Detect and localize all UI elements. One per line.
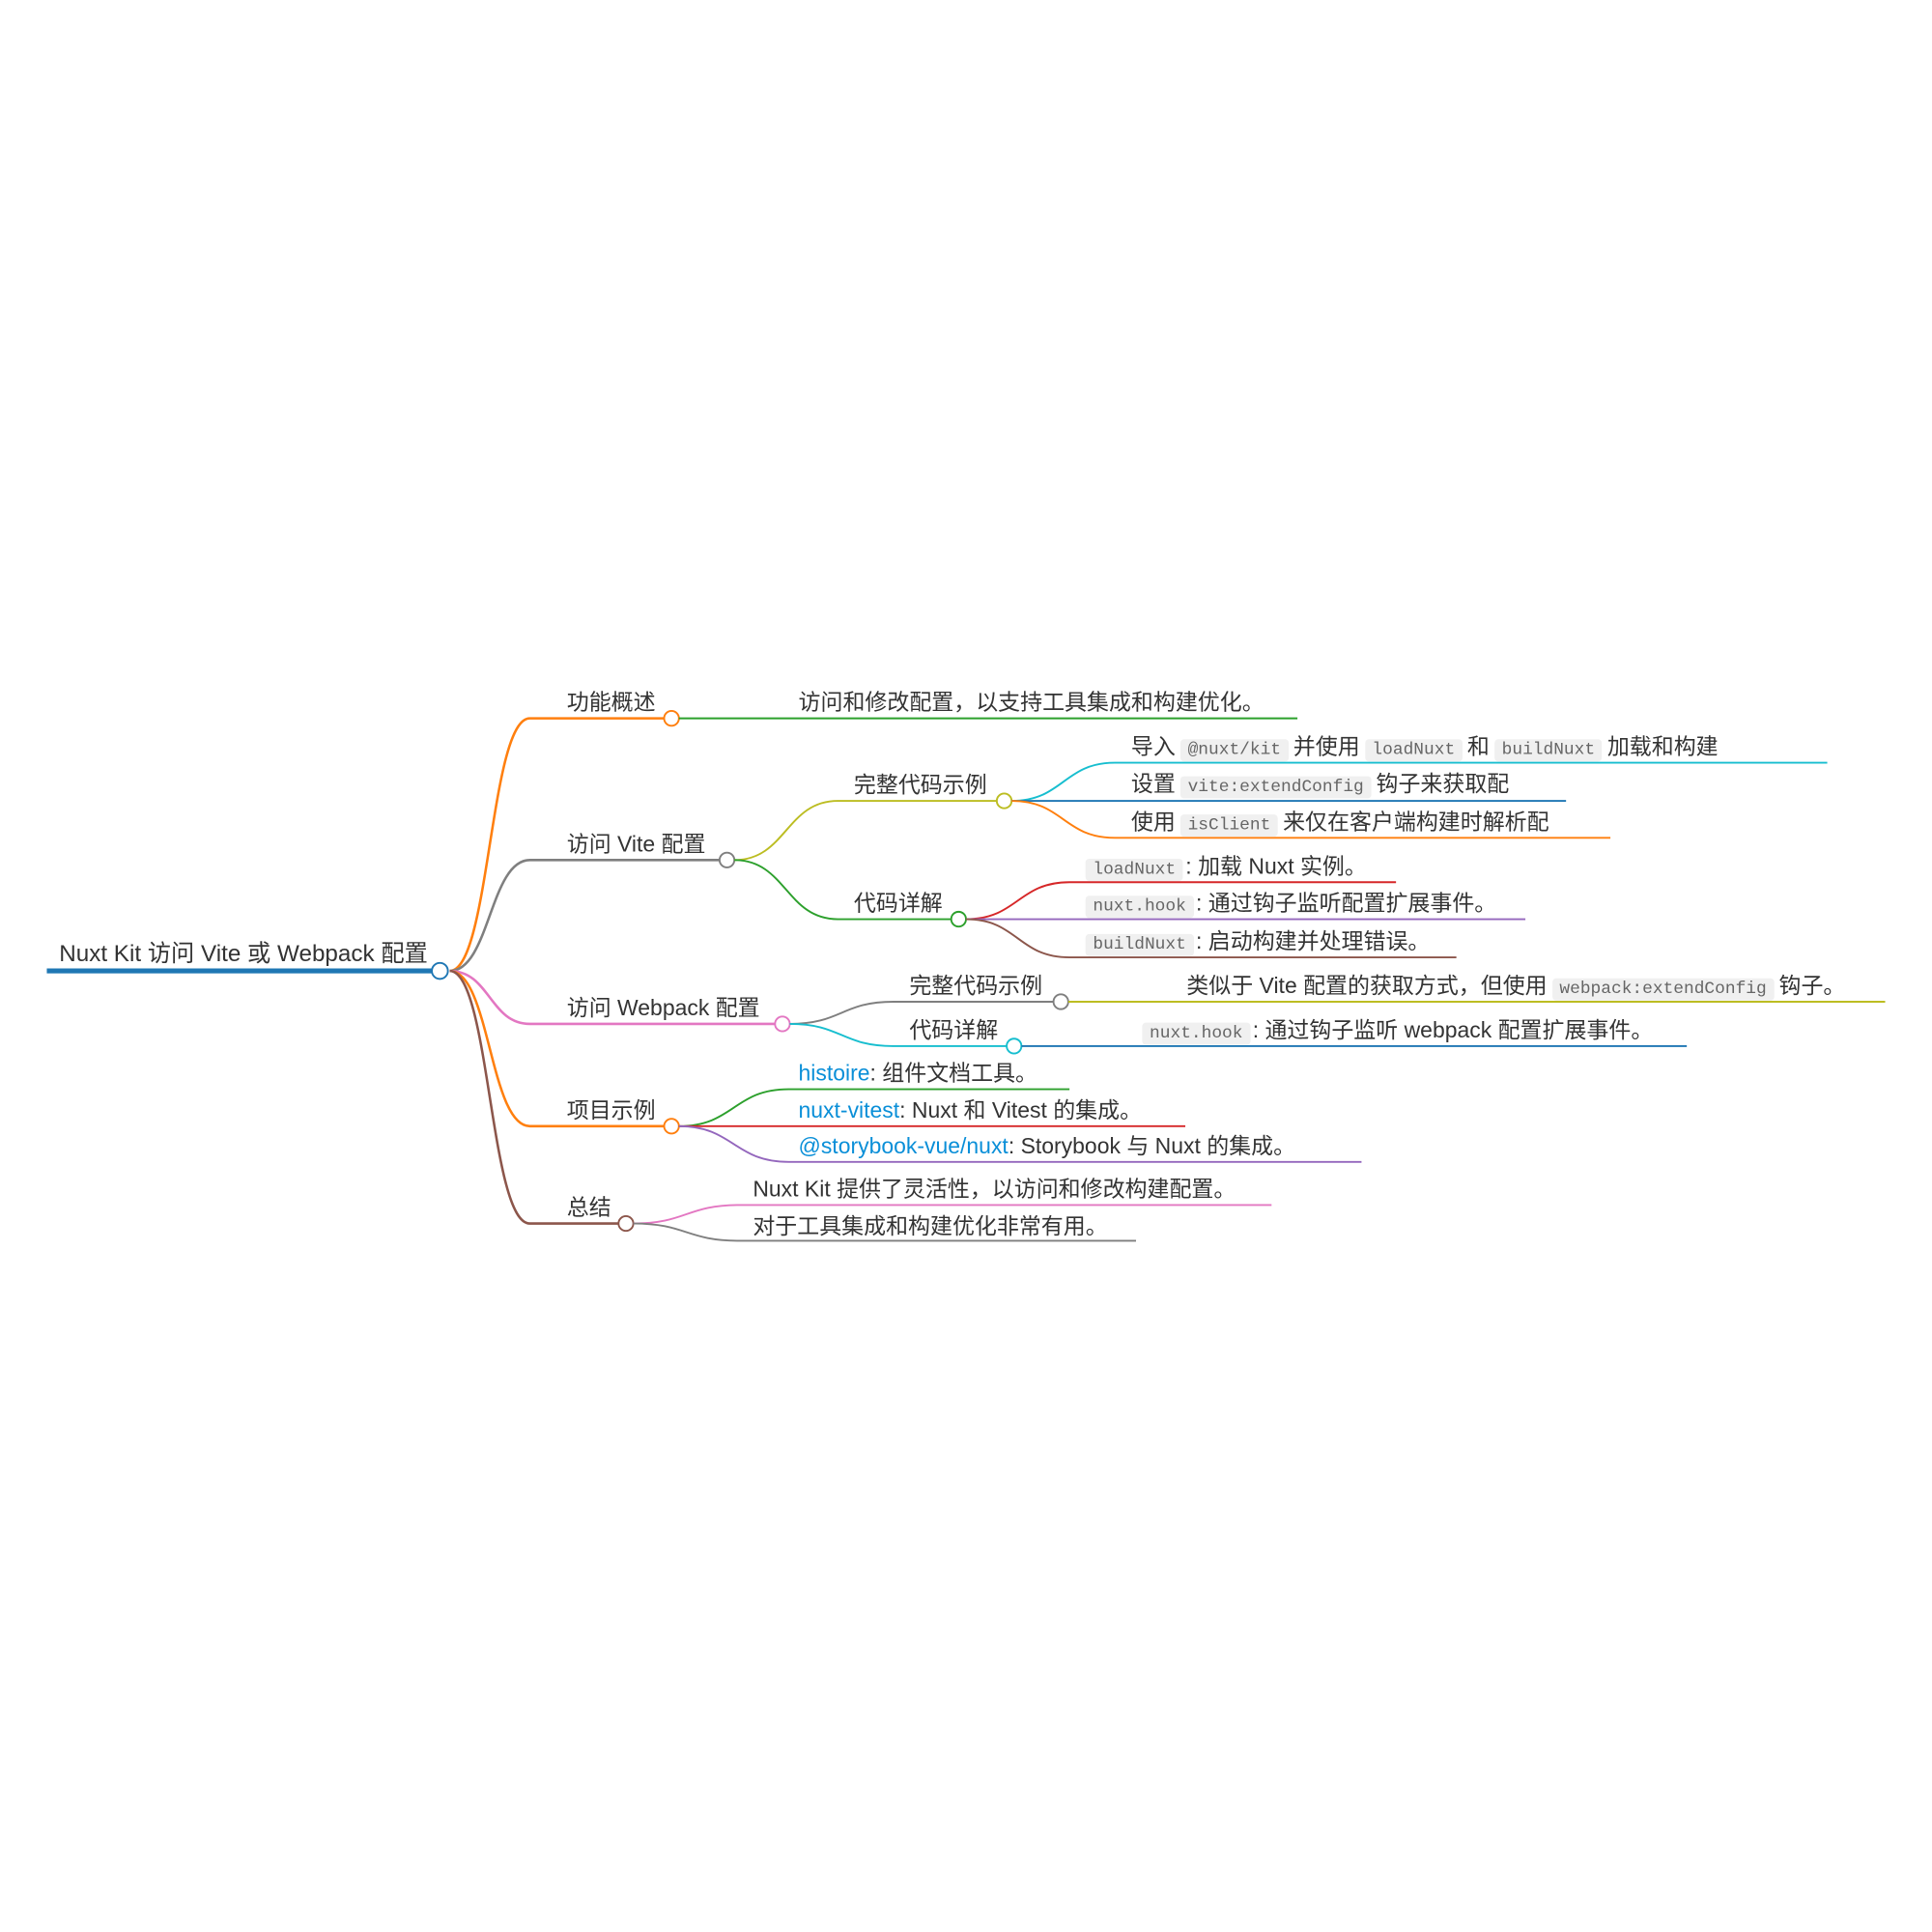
text: 来仅在客户端构建时解析配 — [1283, 810, 1549, 835]
edge-overview — [449, 717, 665, 973]
inline-code: isClient — [1179, 814, 1278, 838]
node-vite-detail-item[interactable]: nuxt.hook: 通过钩子监听配置扩展事件。 — [1085, 890, 1497, 921]
text: 设置 — [1130, 771, 1176, 796]
node-overview-text[interactable]: 访问和修改配置，以支持工具集成和构建优化。 — [798, 690, 1264, 715]
text: 使用 — [1130, 810, 1176, 835]
edge-vite-detail-3 — [965, 918, 1457, 959]
edge-vite-example-1 — [1011, 761, 1828, 803]
text: 导入 — [1130, 734, 1176, 759]
edge-project-3 — [678, 1124, 1362, 1163]
text: : 加载 Nuxt 实例。 — [1185, 853, 1367, 879]
inline-code: webpack:extendConfig — [1551, 978, 1775, 1001]
edge-vite-details — [734, 859, 952, 921]
collapse-toggle[interactable] — [663, 1118, 680, 1135]
project-link[interactable]: nuxt-vitest — [798, 1097, 900, 1122]
node-webpack-details[interactable]: 代码详解 — [909, 1017, 999, 1043]
collapse-toggle[interactable] — [718, 851, 736, 868]
inline-code: buildNuxt — [1493, 739, 1603, 762]
node-project-item[interactable]: nuxt-vitest: Nuxt 和 Vitest 的集成。 — [799, 1096, 1143, 1123]
edge-project-1 — [678, 1088, 1070, 1127]
node-overview[interactable]: 功能概述 — [566, 690, 656, 715]
inline-code: vite:extendConfig — [1179, 776, 1372, 799]
inline-code: buildNuxt — [1085, 933, 1194, 956]
collapse-toggle[interactable] — [1006, 1037, 1023, 1055]
edge-webpack-details — [789, 1022, 1008, 1047]
edge-vite-example-3 — [1011, 800, 1611, 839]
text: 钩子来获取配 — [1376, 771, 1510, 796]
edge-webpack-example — [789, 1001, 1054, 1025]
edge-summary-1 — [633, 1204, 1272, 1225]
node-webpack-detail-item[interactable]: nuxt.hook: 通过钩子监听 webpack 配置扩展事件。 — [1142, 1016, 1653, 1047]
text: 钩子。 — [1778, 973, 1846, 999]
collapse-toggle[interactable] — [950, 910, 967, 928]
collapse-toggle[interactable] — [617, 1214, 635, 1233]
collapse-toggle[interactable] — [663, 710, 680, 727]
edge-vite — [449, 859, 720, 973]
node-vite-detail-item[interactable]: buildNuxt: 启动构建并处理错误。 — [1085, 927, 1431, 958]
node-summary[interactable]: 总结 — [566, 1195, 611, 1220]
node-summary-item[interactable]: 对于工具集成和构建优化非常有用。 — [753, 1213, 1108, 1238]
collapse-toggle[interactable] — [774, 1015, 791, 1033]
node-vite-detail-item[interactable]: loadNuxt: 加载 Nuxt 实例。 — [1085, 853, 1367, 884]
collapse-toggle[interactable] — [1052, 993, 1069, 1010]
node-project-item[interactable]: @storybook-vue/nuxt: Storybook 与 Nuxt 的集… — [799, 1132, 1296, 1159]
collapse-toggle[interactable] — [995, 792, 1013, 810]
edge-summary-2 — [633, 1222, 1137, 1242]
inline-code: loadNuxt — [1085, 859, 1183, 881]
root-node[interactable]: Nuxt Kit 访问 Vite 或 Webpack 配置 — [59, 941, 428, 968]
text: 类似于 Vite 配置的获取方式，但使用 — [1186, 973, 1548, 999]
node-summary-item[interactable]: Nuxt Kit 提供了灵活性，以访问和修改构建配置。 — [753, 1177, 1236, 1202]
root-collapse-toggle[interactable] — [431, 961, 449, 980]
node-vite[interactable]: 访问 Vite 配置 — [566, 831, 706, 857]
edge-vite-detail-1 — [965, 881, 1397, 921]
inline-code: loadNuxt — [1364, 739, 1463, 762]
text: : Storybook 与 Nuxt 的集成。 — [1008, 1133, 1296, 1158]
project-link[interactable]: @storybook-vue/nuxt — [798, 1133, 1009, 1158]
text: : 通过钩子监听配置扩展事件。 — [1196, 891, 1497, 916]
text: 并使用 — [1293, 734, 1360, 759]
node-vite-example[interactable]: 完整代码示例 — [853, 772, 987, 798]
text: 加载和构建 — [1606, 734, 1719, 759]
project-link[interactable]: histoire — [798, 1061, 870, 1086]
edge-projects — [449, 969, 665, 1128]
edge-vite-example — [734, 800, 997, 862]
node-webpack-example[interactable]: 完整代码示例 — [909, 973, 1043, 999]
text: 和 — [1466, 734, 1490, 759]
node-webpack[interactable]: 访问 Webpack 配置 — [566, 995, 760, 1021]
inline-code: nuxt.hook — [1142, 1022, 1251, 1045]
inline-code: nuxt.hook — [1085, 895, 1194, 919]
text: : 通过钩子监听 webpack 配置扩展事件。 — [1252, 1017, 1654, 1043]
edge-webpack — [449, 969, 776, 1026]
text: : 启动构建并处理错误。 — [1196, 928, 1431, 954]
inline-code: @nuxt/kit — [1179, 739, 1289, 762]
node-vite-details[interactable]: 代码详解 — [853, 891, 943, 916]
text: : Nuxt 和 Vitest 的集成。 — [899, 1097, 1143, 1122]
node-projects[interactable]: 项目示例 — [566, 1097, 656, 1122]
edge-summary — [449, 969, 619, 1225]
node-project-item[interactable]: histoire: 组件文档工具。 — [799, 1060, 1038, 1087]
text: : 组件文档工具。 — [869, 1061, 1038, 1086]
